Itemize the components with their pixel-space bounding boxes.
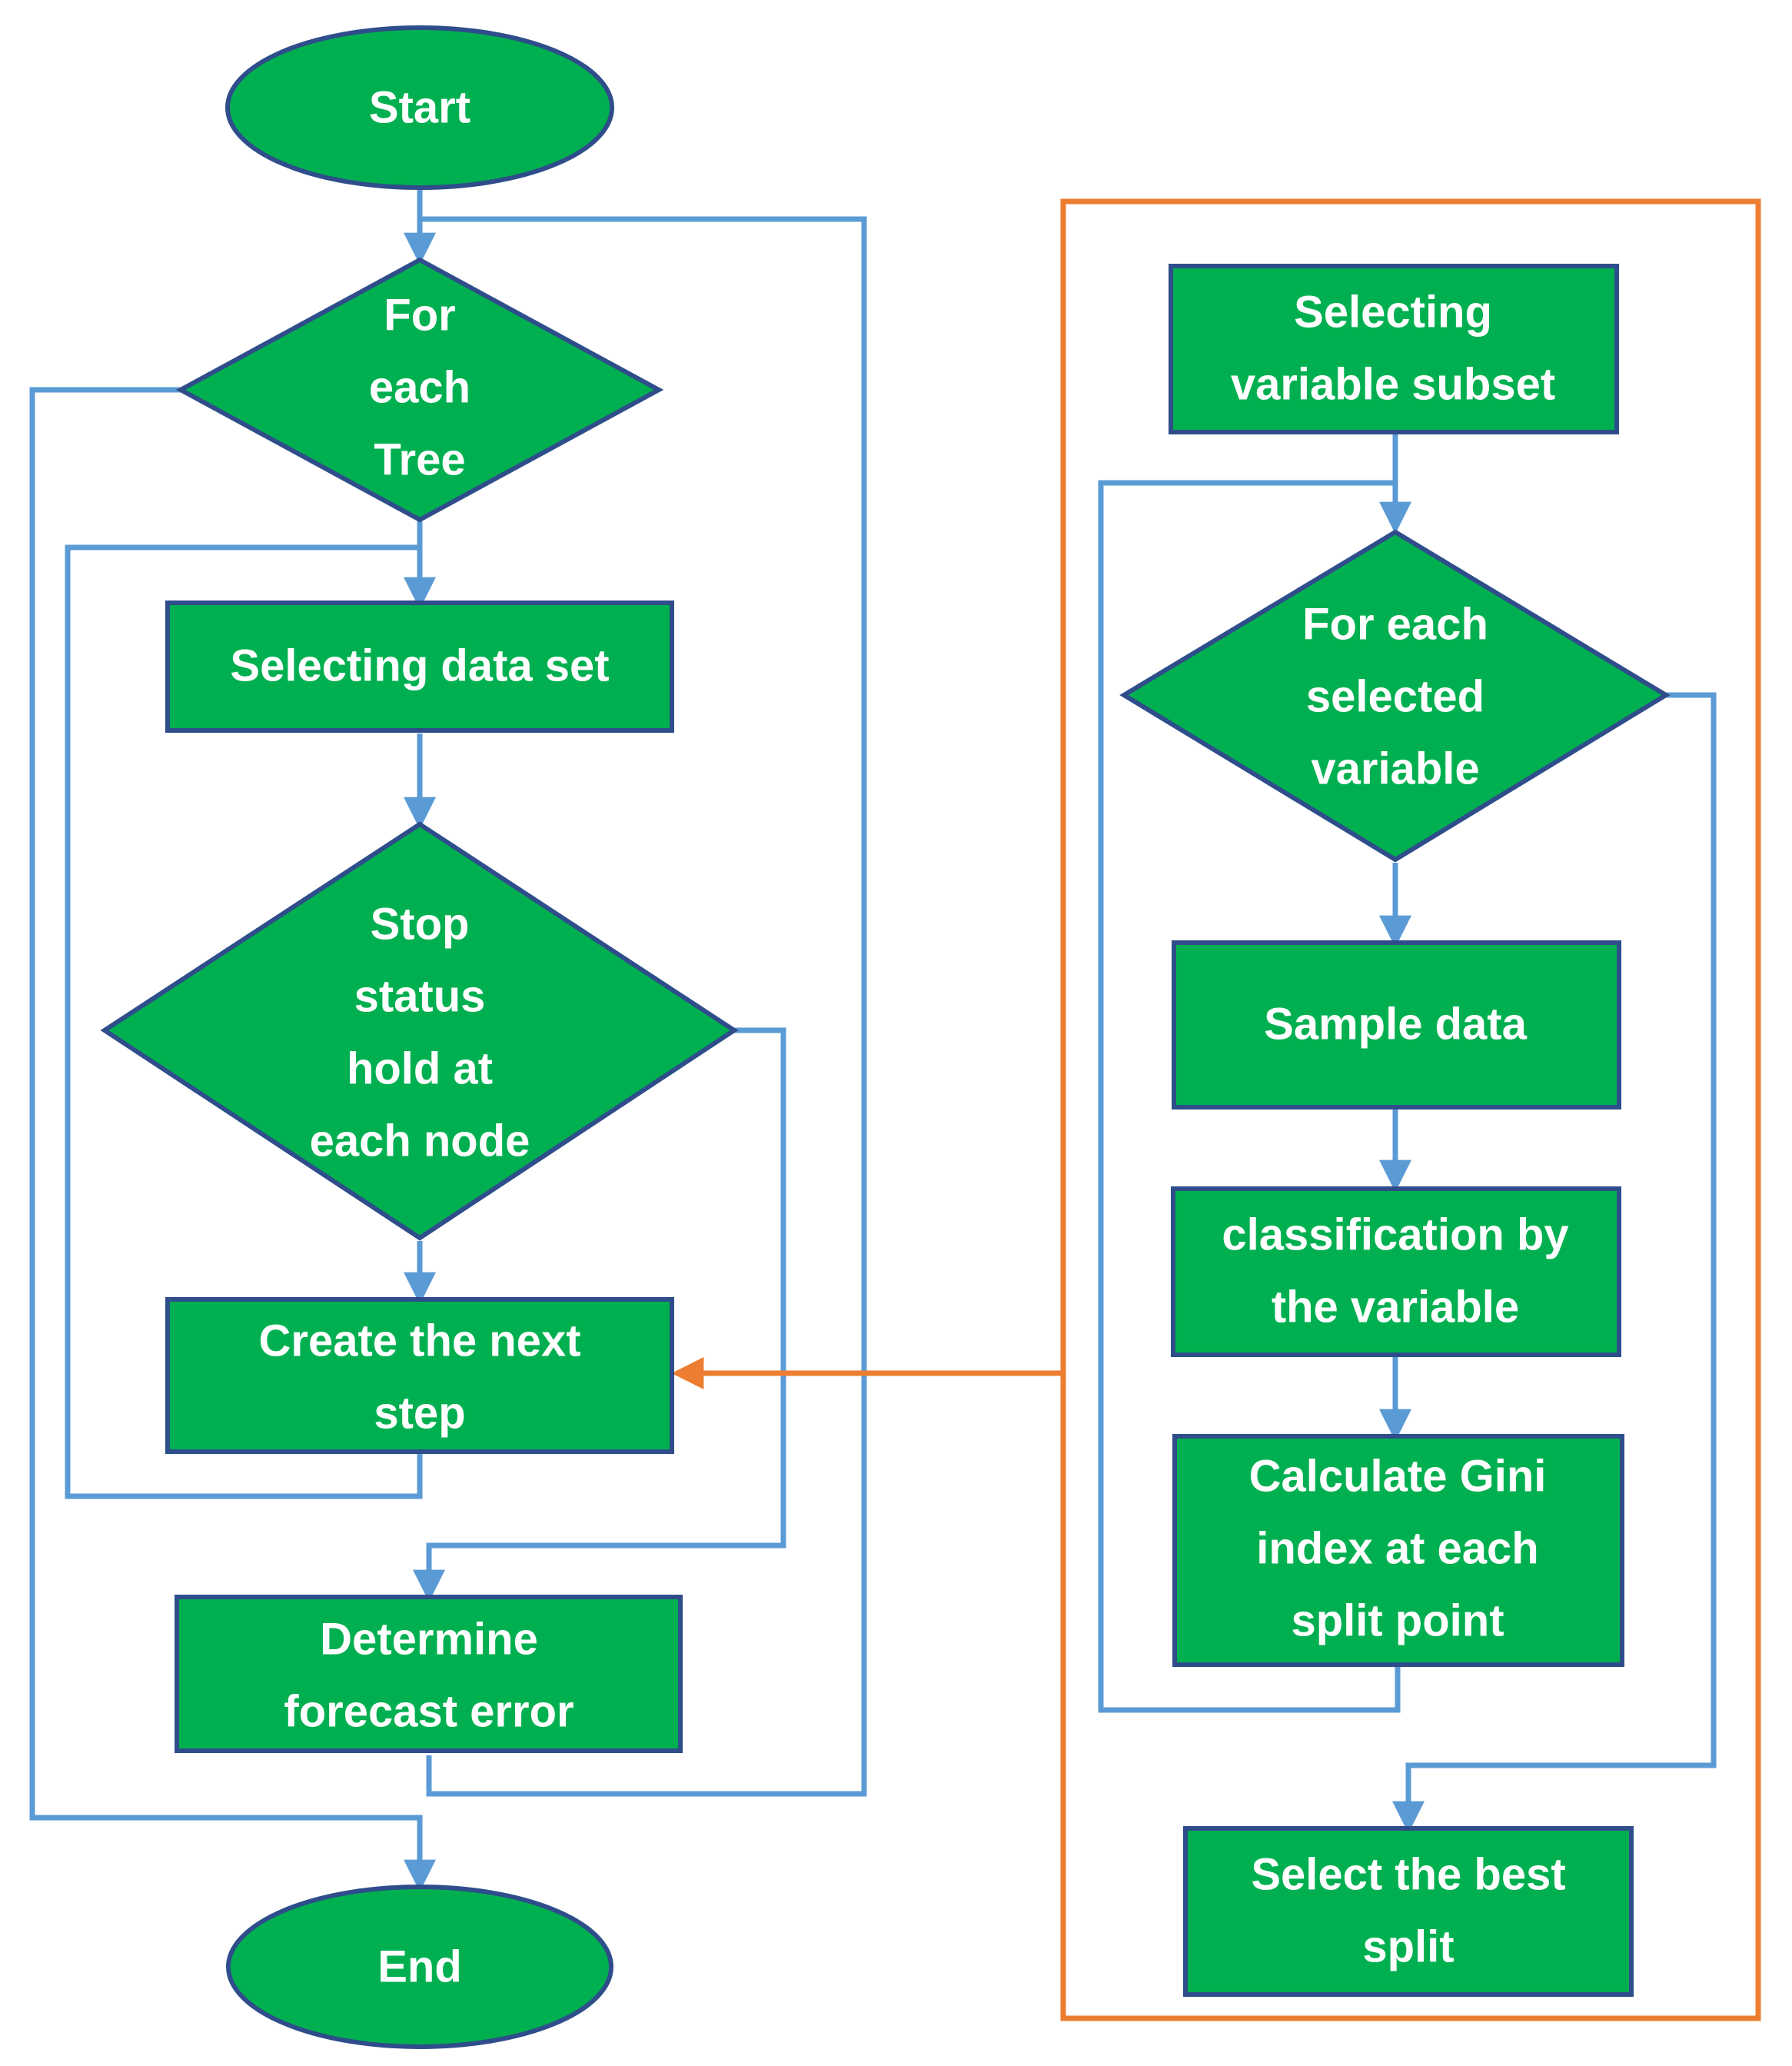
determine-forecast-error-step: Determine forecast error [175,1595,683,1753]
stop-status-label-line-2: status [354,971,486,1021]
selecting-data-set-label: Selecting data set [230,640,609,690]
start-label: Start [369,82,470,132]
create-next-step-label-line-1: Create the next [258,1316,580,1366]
calculate-gini-step: Calculate Gini index at each split point [1172,1434,1624,1667]
for-each-tree-label-line-1: For [384,290,455,340]
classification-by-variable-step: classification by the variable [1171,1186,1621,1357]
select-best-split-label-line-1: Select the best [1251,1849,1565,1899]
select-best-split-step: Select the best split [1183,1826,1634,1997]
for-each-tree-label-line-2: each [369,362,470,412]
for-each-selected-variable-label-line-2: selected [1306,671,1484,721]
selecting-variable-subset-label-line-2: variable subset [1231,359,1555,409]
edge-for-each-variable-to-best-split [1392,692,1717,1834]
classification-by-variable-label-line-2: the variable [1272,1282,1519,1332]
for-each-tree-label-line-3: Tree [374,434,465,484]
sample-data-step: Sample data [1172,940,1621,1110]
selecting-variable-subset-step: Selecting variable subset [1169,264,1619,434]
end-node: End [226,1885,613,2049]
edge-for-each-tree-to-end [29,387,436,1892]
for-each-selected-variable-label-line-1: For each [1302,599,1488,649]
classification-by-variable-label-line-1: classification by [1222,1209,1568,1259]
stop-status-label-line-3: hold at [347,1043,493,1093]
start-node: Start [225,25,614,190]
edge-determine-error-loop-back [420,216,867,1797]
stop-status-label-line-4: each node [310,1116,530,1166]
edge-gini-loop-back [1098,480,1401,1713]
end-label: End [377,1941,462,1991]
for-each-selected-variable-label-line-3: variable [1311,744,1479,793]
calculate-gini-label-line-3: split point [1291,1595,1504,1645]
calculate-gini-label-line-2: index at each [1256,1523,1538,1573]
nodes: Start For each Tree Selecting data set S… [100,25,1671,2049]
create-next-step-step: Create the next step [165,1297,674,1454]
edge-stop-status-to-determine-error [413,1027,786,1602]
stop-status-label-line-1: Stop [371,899,470,949]
determine-forecast-error-label-line-1: Determine [320,1614,538,1664]
selecting-data-set-step: Selecting data set [165,601,674,733]
determine-forecast-error-label-line-2: forecast error [284,1686,574,1736]
select-best-split-label-line-2: split [1362,1921,1454,1971]
split-subprocess-frame [1060,198,1761,2021]
for-each-selected-variable-decision: For each selected variable [1119,529,1671,863]
create-next-step-label-line-2: step [374,1388,465,1438]
edge-create-next-step-loop-back [65,544,423,1499]
connectors [29,188,1761,2021]
stop-status-decision: Stop status hold at each node [100,821,739,1241]
calculate-gini-label-line-1: Calculate Gini [1249,1451,1547,1501]
for-each-tree-decision: For each Tree [175,257,664,523]
selecting-variable-subset-label-line-1: Selecting [1294,287,1492,337]
sample-data-label: Sample data [1264,999,1527,1049]
